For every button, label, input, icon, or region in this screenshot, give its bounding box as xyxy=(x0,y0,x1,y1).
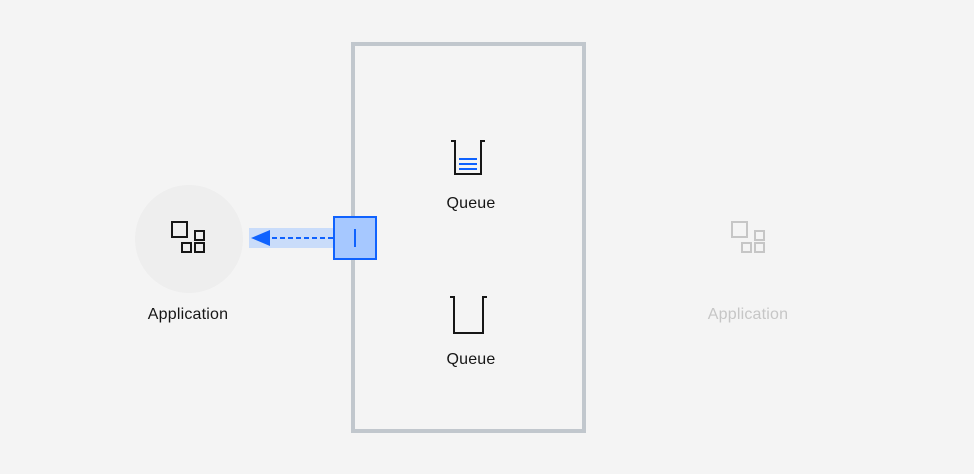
message-flow-arrowhead-icon xyxy=(251,230,270,246)
queue-empty-icon xyxy=(450,296,487,334)
application-label-right: Application xyxy=(707,306,789,323)
application-node-left[interactable] xyxy=(135,185,243,293)
queue-filled-icon xyxy=(451,140,485,175)
queue-label-bottom: Queue xyxy=(446,351,496,368)
message-get-icon[interactable] xyxy=(333,216,377,260)
application-icon xyxy=(171,221,205,253)
queue-label-top: Queue xyxy=(446,195,496,212)
queue-manager-container[interactable] xyxy=(351,42,586,433)
application-icon-disabled xyxy=(731,221,765,253)
application-label-left: Application xyxy=(147,306,229,323)
